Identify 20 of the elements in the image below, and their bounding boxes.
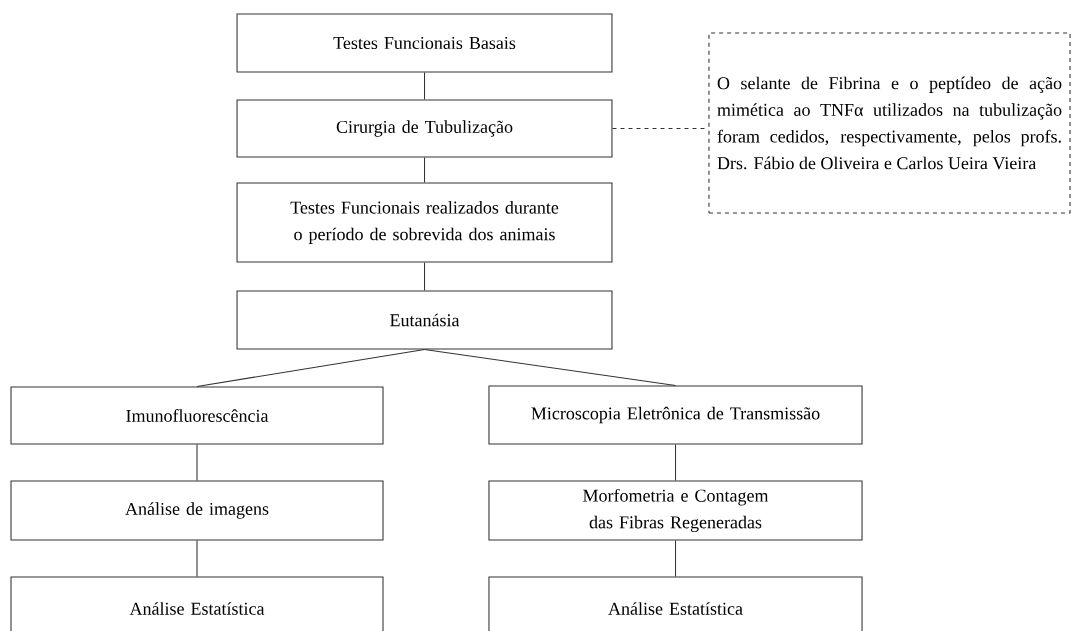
connector-line <box>674 444 677 482</box>
connector-line <box>196 444 198 482</box>
process-box: Análise Estatística <box>10 576 384 631</box>
connector-line <box>423 261 426 291</box>
process-box: Testes Funcionais Basais <box>236 13 613 73</box>
process-box: Imunofluorescência <box>10 386 384 445</box>
connector-line <box>423 157 426 184</box>
connector-line <box>196 349 426 387</box>
process-box: Análise de imagens <box>10 480 384 541</box>
connector-line <box>423 349 677 386</box>
note-box: O selante de Fibrina e o peptídeo de ação mimética ao TNFα utilizados na tubulização foram cedidos, respectivamente, pelos profs. Drs. Fábio de Oliveira e Carlos Ueira Vieira <box>708 32 1071 214</box>
process-box: Testes Funcionais realizados durante o período de sobrevida dos animais <box>236 182 613 263</box>
process-box: Morfometria e Contagem das Fibras Regeneradas <box>488 480 863 541</box>
process-box: Cirurgia de Tubulização <box>236 99 613 158</box>
process-box: Microscopia Eletrônica de Transmissão <box>488 385 863 445</box>
connector-line <box>196 539 198 578</box>
process-box: Análise Estatística <box>488 576 863 631</box>
process-box: Eutanásia <box>236 290 613 350</box>
connector-line <box>423 72 426 100</box>
connector-line <box>674 539 677 578</box>
